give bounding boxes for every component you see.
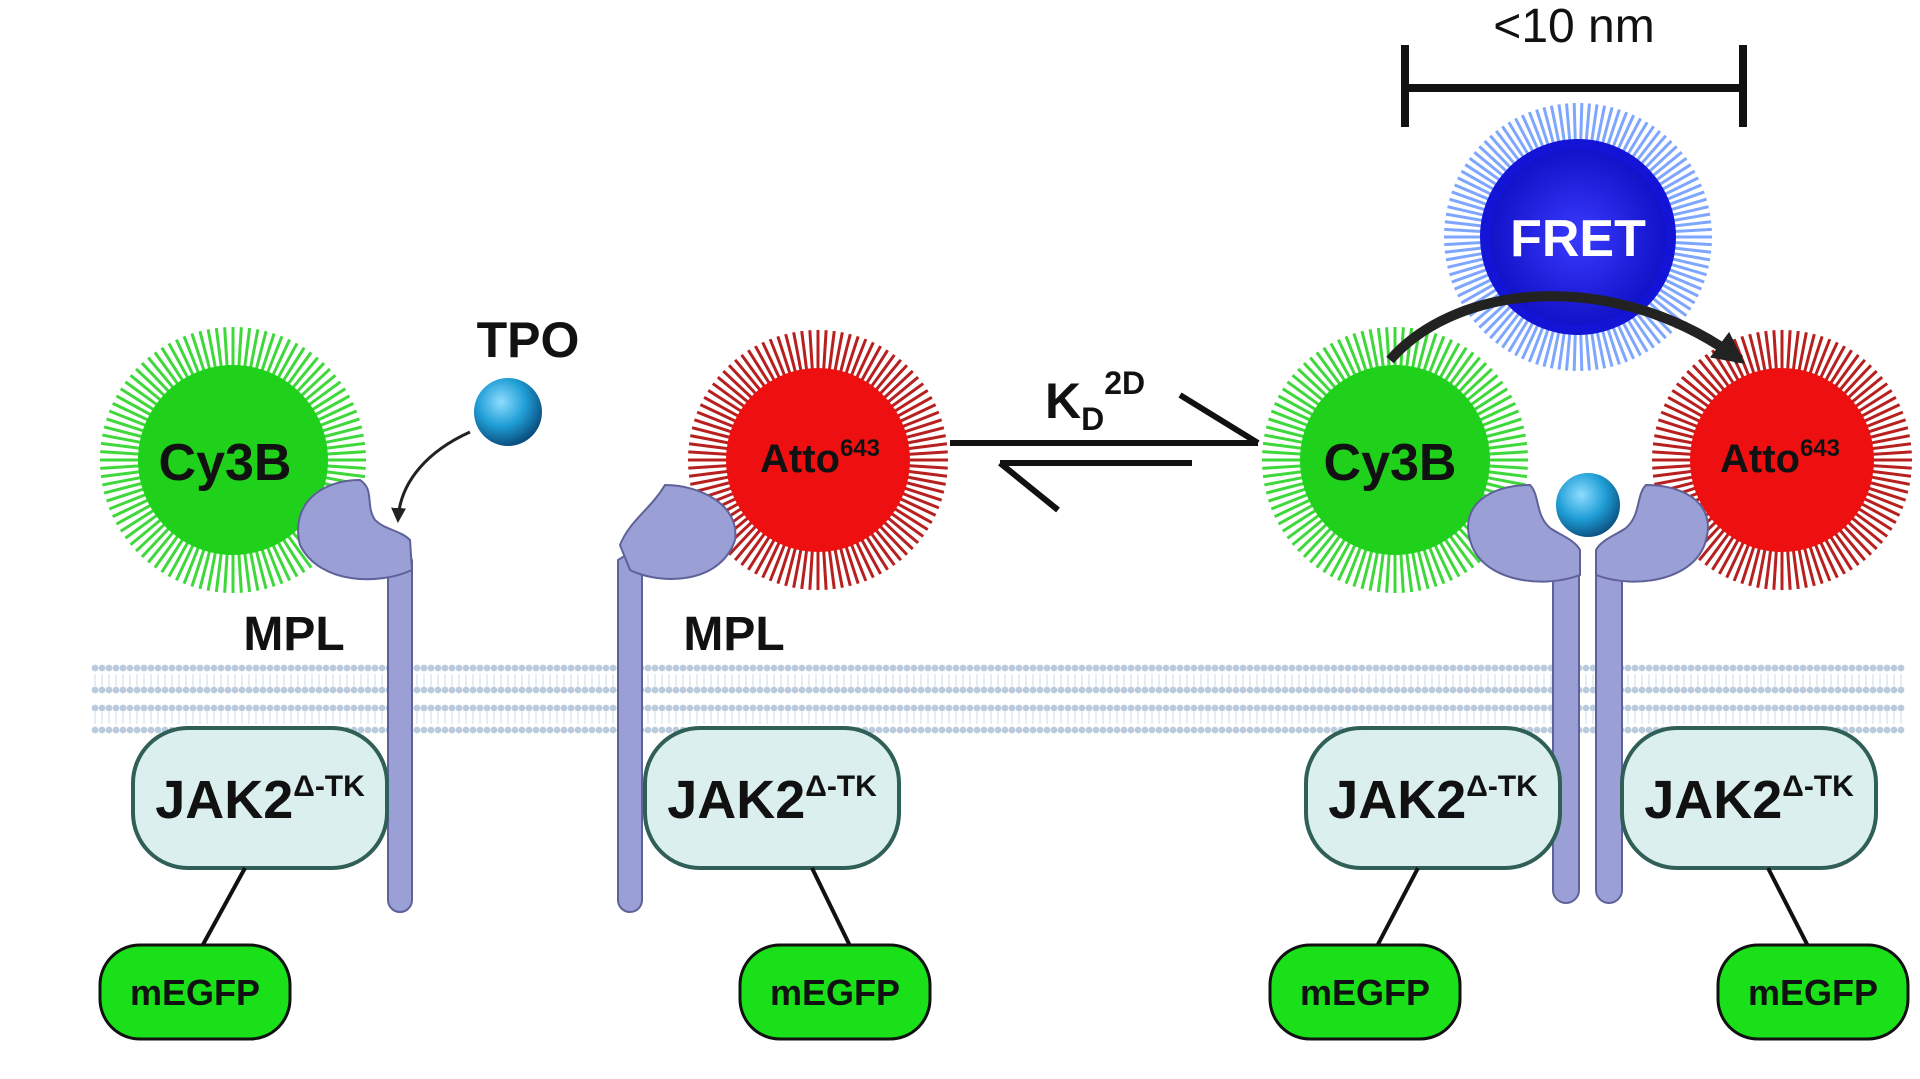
- megfp-label: mEGFP: [130, 972, 260, 1013]
- cy3b-label-left: Cy3B: [159, 434, 292, 492]
- jak2-superscript: Δ-TK: [1782, 770, 1854, 803]
- svg-text:JAK2Δ-TK: JAK2Δ-TK: [1328, 770, 1538, 830]
- linkers: [198, 867, 1812, 951]
- receptor-dimer-right: [1595, 483, 1709, 904]
- mpl-label-middle: MPL: [683, 608, 784, 661]
- jak2-box-2: JAK2Δ-TK: [643, 726, 901, 870]
- receptor-left: [297, 478, 414, 913]
- svg-text:JAK2Δ-TK: JAK2Δ-TK: [155, 770, 365, 830]
- kd-label: KD2D: [1045, 365, 1145, 437]
- tpo-label: TPO: [477, 312, 580, 368]
- distance-scale-bar: [1401, 45, 1747, 127]
- jak2-superscript: Δ-TK: [805, 770, 877, 803]
- tpo-ligand-bound: [1552, 469, 1624, 541]
- megfp-2: mEGFP: [738, 943, 932, 1041]
- jak2-superscript: Δ-TK: [1466, 770, 1538, 803]
- distance-label: <10 nm: [1493, 0, 1654, 53]
- svg-text:JAK2Δ-TK: JAK2Δ-TK: [667, 770, 877, 830]
- receptor-middle: [617, 483, 737, 913]
- jak2-box-4: JAK2Δ-TK: [1620, 726, 1878, 870]
- tpo-ligand-free: [474, 378, 542, 446]
- binding-arrow: [391, 430, 471, 523]
- megfp-4: mEGFP: [1716, 943, 1910, 1041]
- jak2-box-1: JAK2Δ-TK: [131, 726, 389, 870]
- fret-arrow: [1386, 291, 1746, 365]
- megfp-1: mEGFP: [98, 943, 292, 1041]
- cy3b-label-right: Cy3B: [1324, 434, 1457, 492]
- megfp-label: mEGFP: [770, 972, 900, 1013]
- mpl-label-left: MPL: [243, 608, 344, 661]
- atto-label-middle: Atto643: [760, 435, 880, 481]
- jak2-label: JAK2: [1328, 770, 1466, 830]
- svg-text:JAK2Δ-TK: JAK2Δ-TK: [1644, 770, 1854, 830]
- megfp-label: mEGFP: [1300, 972, 1430, 1013]
- jak2-box-3: JAK2Δ-TK: [1304, 726, 1562, 870]
- equilibrium-arrows: [950, 392, 1260, 513]
- jak2-label: JAK2: [1644, 770, 1782, 830]
- atto-label-right: Atto643: [1720, 435, 1840, 481]
- lipid-bilayer: [91, 664, 1905, 734]
- dye-bursts: [100, 103, 1912, 593]
- jak2-superscript: Δ-TK: [293, 770, 365, 803]
- megfp-label: mEGFP: [1748, 972, 1878, 1013]
- jak2-label: JAK2: [667, 770, 805, 830]
- jak2-label: JAK2: [155, 770, 293, 830]
- fret-label: FRET: [1510, 210, 1646, 268]
- megfp-3: mEGFP: [1268, 943, 1462, 1041]
